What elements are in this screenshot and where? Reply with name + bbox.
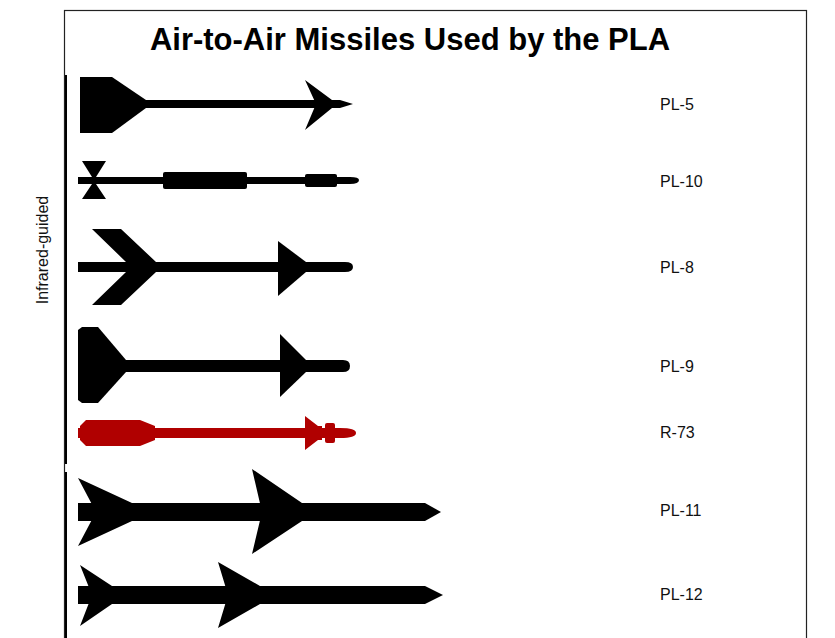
frame [65, 11, 807, 638]
missile-silhouette [78, 161, 359, 199]
missile-name: PL-5 [660, 96, 694, 114]
missile-silhouette [80, 77, 353, 133]
group-label: Infrared-guided [34, 196, 52, 305]
missile-silhouette [78, 469, 441, 554]
missile-silhouette [78, 416, 356, 450]
missile-name: PL-10 [660, 173, 703, 191]
group-bracket [65, 75, 67, 464]
title: Air-to-Air Missiles Used by the PLA [150, 22, 670, 58]
missile-name: R-73 [660, 424, 695, 442]
group-bracket [65, 472, 67, 638]
missile-name: PL-9 [660, 358, 694, 376]
missile-silhouette [78, 327, 350, 403]
missile-name: PL-12 [660, 586, 703, 604]
missile-name: PL-11 [660, 502, 702, 520]
missile-silhouette [78, 562, 443, 628]
missile-silhouette [78, 229, 353, 305]
missile-name: PL-8 [660, 259, 694, 277]
